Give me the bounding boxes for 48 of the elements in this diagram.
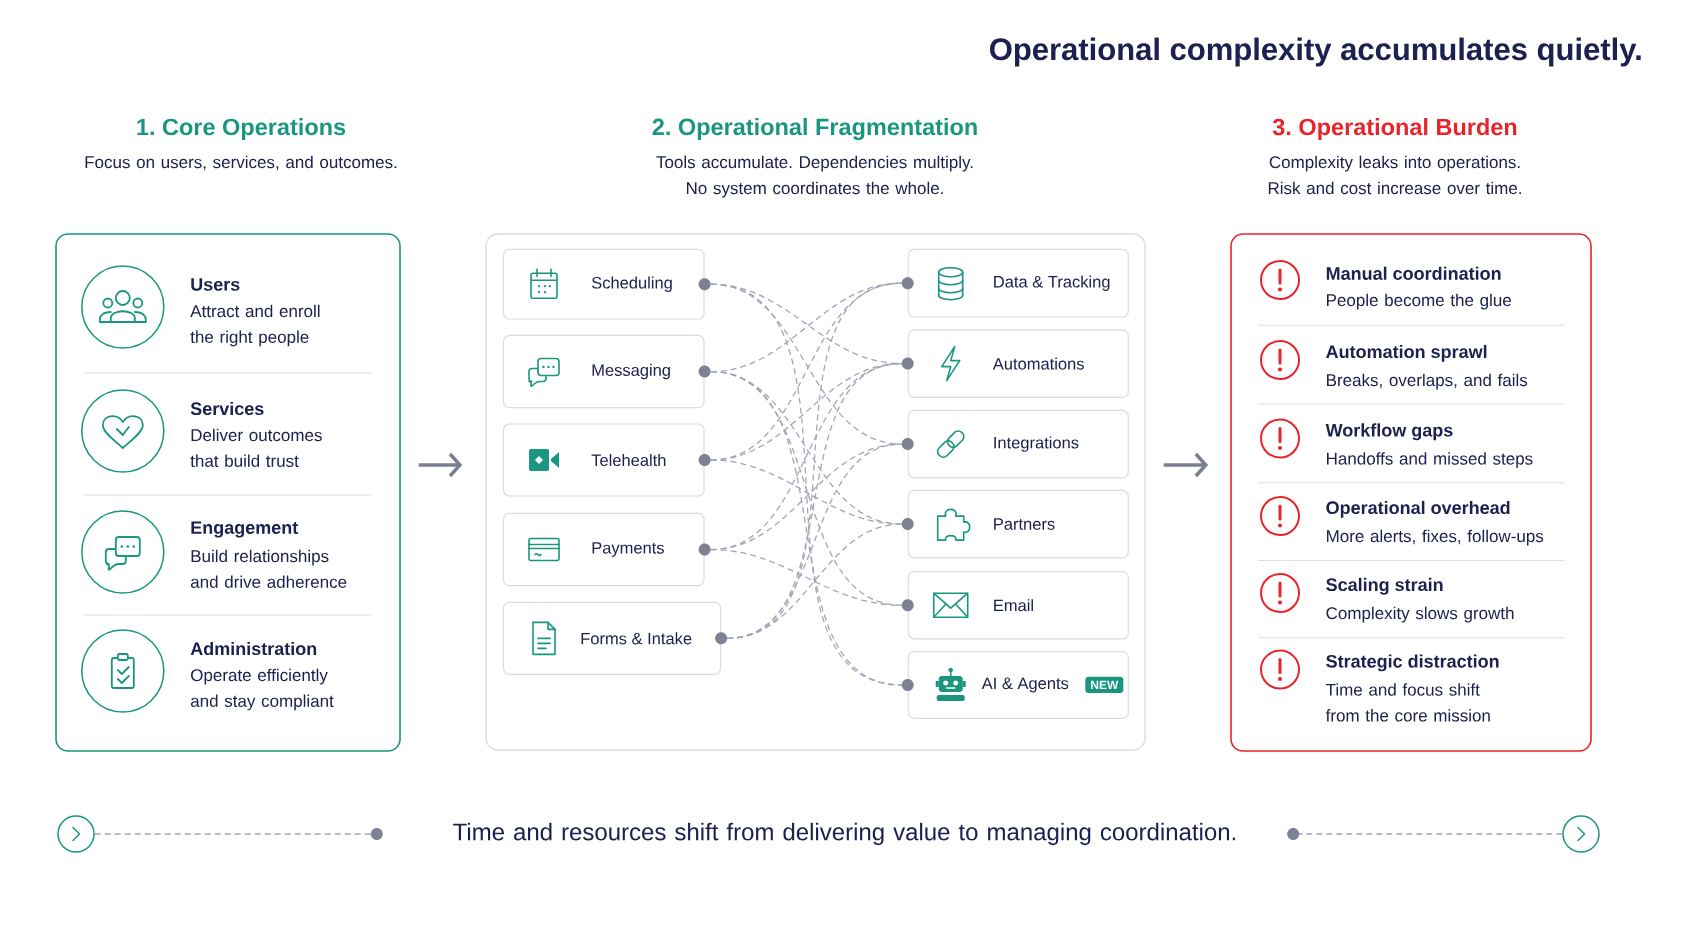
dashed-connector	[709, 370, 903, 686]
item-title: Services	[190, 401, 264, 416]
title: Operational complexity accumulates quietly.	[990, 37, 1641, 67]
item-text: Attract and enroll the right people	[190, 304, 320, 347]
item-title: Operational overhead	[1326, 500, 1510, 518]
dashed-connector	[726, 523, 903, 639]
tool-card: Integrations	[907, 409, 1129, 479]
item-text: Build relationships and drive adherence	[190, 549, 347, 588]
item-text: People become the glue	[1327, 293, 1511, 310]
item-title: Workflow gaps	[1325, 423, 1453, 441]
dashed-connector	[709, 548, 903, 606]
dashed-connector	[1298, 833, 1563, 835]
tool-card: Automations	[907, 329, 1129, 398]
section-subtitle: Focus on users, services, and outcomes.	[85, 155, 397, 171]
tool-card: Telehealth	[502, 423, 705, 497]
tool-card: Payments	[502, 512, 705, 587]
arrow	[418, 452, 463, 478]
tool-card: Forms & Intake	[502, 601, 722, 675]
section-heading: 3. Operational Burden	[1272, 118, 1517, 140]
tool-card: Scheduling	[502, 248, 705, 320]
chevron-circle	[1562, 815, 1600, 853]
item-text: More alerts, fixes, follow-ups	[1327, 529, 1544, 546]
section-subtitle: Complexity leaks into operations. Risk and cost increase over time.	[1268, 155, 1521, 195]
item-text: Time and focus shift from the core mission	[1325, 683, 1490, 722]
dashed-connector	[94, 833, 372, 835]
item-text: Breaks, overlaps, and fails	[1327, 373, 1528, 390]
item-title: Engagement	[191, 521, 298, 538]
item-title: Administration	[190, 641, 317, 656]
footer-text: Time and resources shift from delivering value to managing coordination.	[453, 822, 1236, 846]
chevron-circle	[57, 815, 95, 853]
item-text: Complexity slows growth	[1326, 606, 1514, 623]
section-heading: 1. Core Operations	[137, 118, 346, 140]
dashed-connector	[709, 459, 903, 525]
arrow	[1163, 452, 1209, 478]
tool-card: Messaging	[502, 334, 705, 409]
item-text: Handoffs and missed steps	[1327, 452, 1533, 469]
section-subtitle: Tools accumulate. Dependencies multiply. No system coordinates the whole.	[656, 155, 973, 198]
item-text: Operate efficiently and stay compliant	[190, 668, 334, 711]
item-title: Scaling strain	[1326, 577, 1443, 595]
section-heading: 2. Operational Fragmentation	[652, 118, 977, 140]
item-title: Strategic distraction	[1326, 654, 1499, 672]
item-title: Automation sprawl	[1326, 344, 1487, 362]
tool-card: Email	[907, 571, 1129, 640]
item-text: Deliver outcomes that build trust	[190, 428, 322, 467]
tool-card: Data & Tracking	[907, 248, 1129, 318]
item-title: Manual coordination	[1326, 266, 1501, 280]
tool-card: Partners	[907, 489, 1129, 559]
item-title: Users	[191, 278, 240, 291]
